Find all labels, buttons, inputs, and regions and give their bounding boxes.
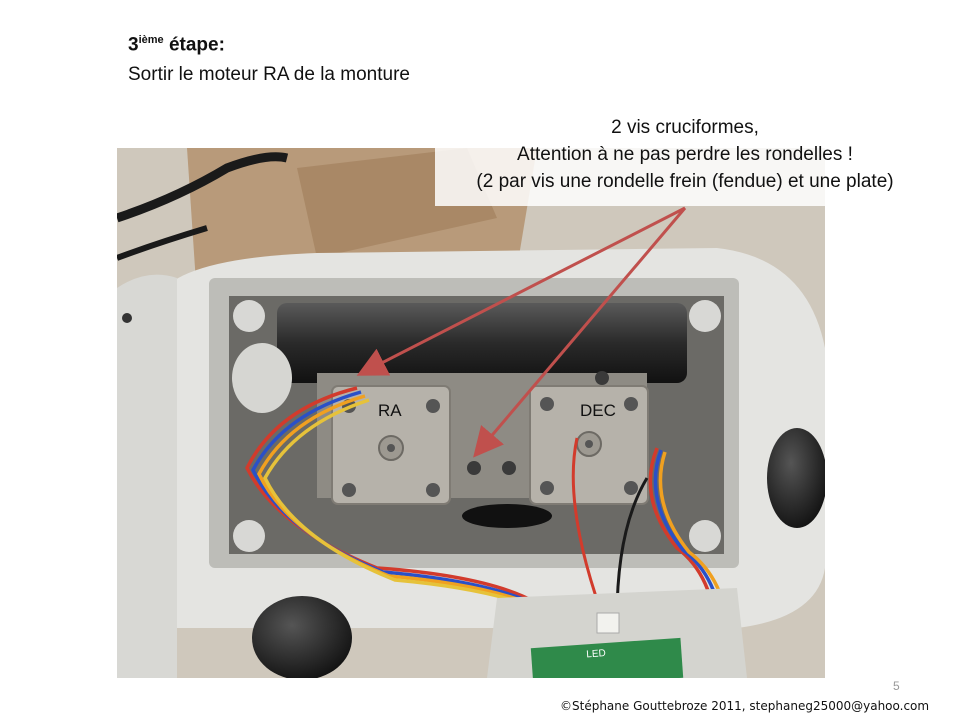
black-cable — [117, 152, 289, 223]
dec-motor-label: DEC — [580, 401, 616, 420]
worm-cylinder — [277, 303, 687, 383]
callout-line-2: Attention à ne pas perdre les rondelles … — [517, 144, 853, 165]
page-number: 5 — [893, 679, 900, 693]
arrow-to-ra-screw — [356, 206, 686, 376]
step-word: étape: — [168, 34, 225, 56]
step-number: 3 — [128, 34, 139, 56]
phillips-screw — [467, 461, 481, 475]
phillips-screw — [502, 461, 516, 475]
callout-line-3: (2 par vis une rondelle frein (fendue) e… — [476, 171, 894, 192]
callout-line-1: 2 vis cruciformes, — [611, 117, 759, 138]
callout-box: 2 vis cruciformes, Attention à ne pas pe… — [435, 114, 935, 206]
black-knob — [767, 428, 825, 528]
board-led-label: LED — [586, 648, 606, 660]
mount-photo: LED — [117, 148, 825, 678]
step-title: 3ième étape: — [128, 34, 225, 56]
black-knob — [252, 596, 352, 678]
ra-motor — [331, 385, 451, 505]
arrow-to-center-screw — [473, 207, 687, 458]
ra-motor-label: RA — [378, 401, 402, 420]
led-circuit-board: LED — [487, 588, 747, 678]
step-superscript: ième — [138, 34, 164, 46]
copyright-notice: ©Stéphane Gouttebroze 2011, stephaneg250… — [560, 699, 930, 713]
step-subtitle: Sortir le moteur RA de la monture — [128, 64, 410, 85]
